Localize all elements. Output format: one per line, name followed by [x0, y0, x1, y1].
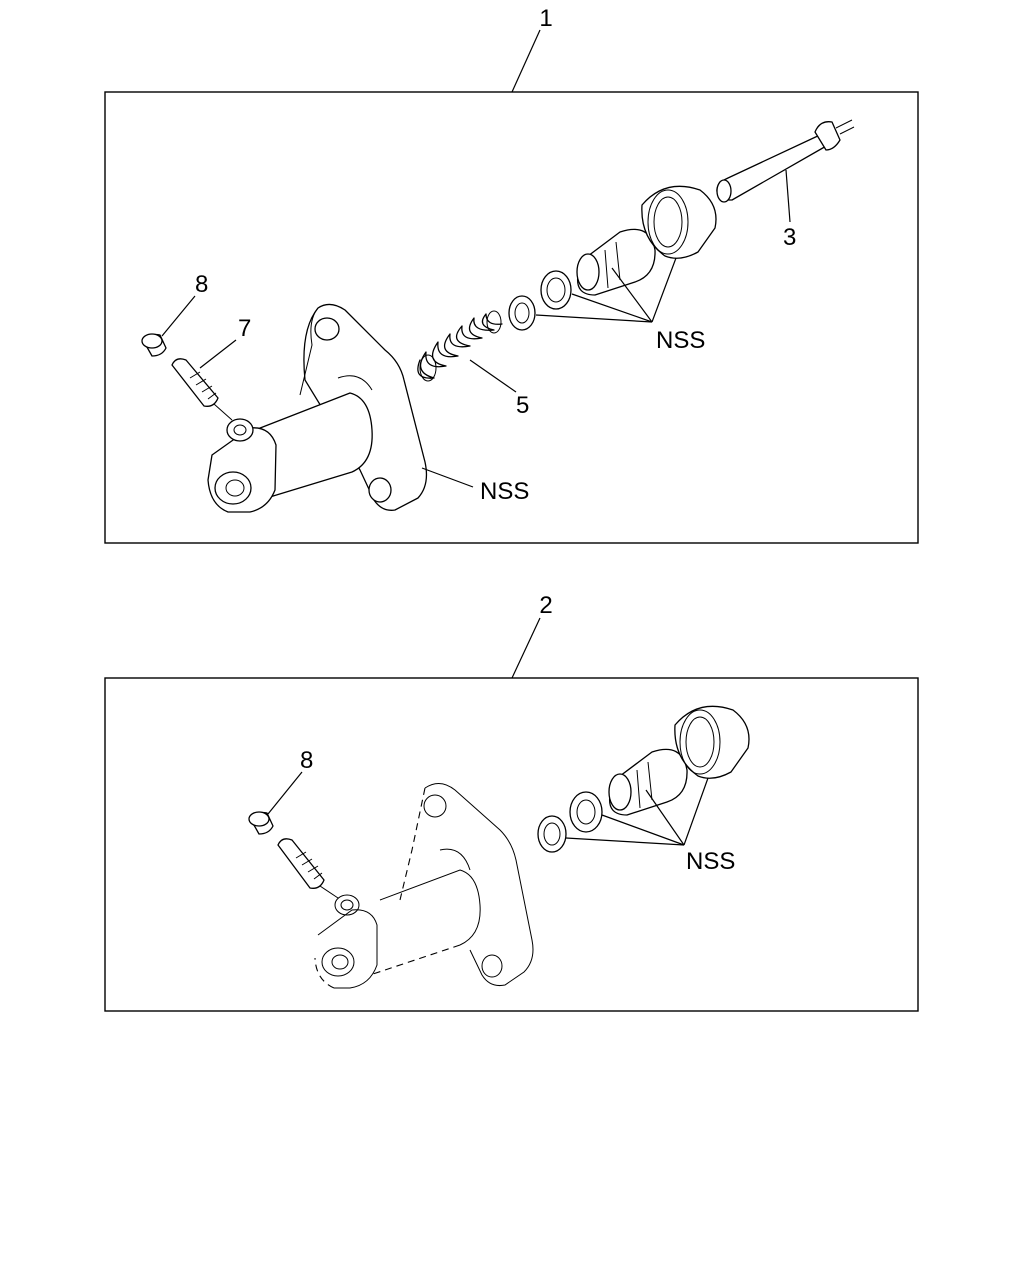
cap-label-2: 8	[300, 747, 313, 774]
bleeder-screw-label: 7	[238, 315, 251, 342]
body-label: NSS	[480, 478, 529, 505]
cap-label: 8	[195, 271, 208, 298]
panel-2: 2 8	[104, 592, 919, 1012]
cap-leader	[161, 295, 196, 337]
seal-kit-leader-2d	[683, 777, 709, 846]
slave-cylinder-body	[207, 303, 428, 513]
spring-label: 5	[516, 392, 529, 419]
seal-kit-leader-2a	[565, 837, 685, 846]
seal-kit-leader-d	[651, 257, 677, 323]
dust-cap	[141, 333, 167, 357]
push-rod-label: 3	[783, 224, 796, 251]
bleeder-screw	[277, 838, 339, 899]
seal-kit-label: NSS	[656, 327, 705, 354]
push-rod	[716, 119, 855, 203]
dust-cap	[248, 811, 274, 835]
spring	[417, 310, 503, 382]
body-leader	[421, 467, 474, 488]
seal-kit-leader-2b	[601, 814, 685, 846]
panel-1: 1 NSS 8	[104, 5, 919, 544]
seal-kit	[508, 185, 717, 331]
spring-leader	[469, 359, 517, 393]
slave-cylinder-body-outline	[314, 783, 534, 989]
panel-1-frame	[104, 91, 919, 544]
bleeder-screw-leader	[199, 339, 237, 369]
seal-kit-leader-b	[571, 293, 653, 323]
seal-kit-leader-c	[611, 267, 653, 323]
push-rod-leader	[785, 169, 791, 223]
seal-kit-label-2: NSS	[686, 848, 735, 875]
seal-kit-leader-a	[535, 314, 653, 323]
seal-kit-leader-2c	[645, 789, 685, 846]
panel-2-callout: 2	[539, 592, 552, 619]
panel-1-callout-leader	[511, 29, 541, 93]
seal-kit	[537, 705, 750, 853]
bleeder-screw	[171, 358, 233, 421]
panel-2-frame	[104, 677, 919, 1012]
cap-leader-2	[267, 771, 303, 815]
panel-1-callout: 1	[539, 5, 552, 32]
panel-2-callout-leader	[511, 617, 541, 679]
